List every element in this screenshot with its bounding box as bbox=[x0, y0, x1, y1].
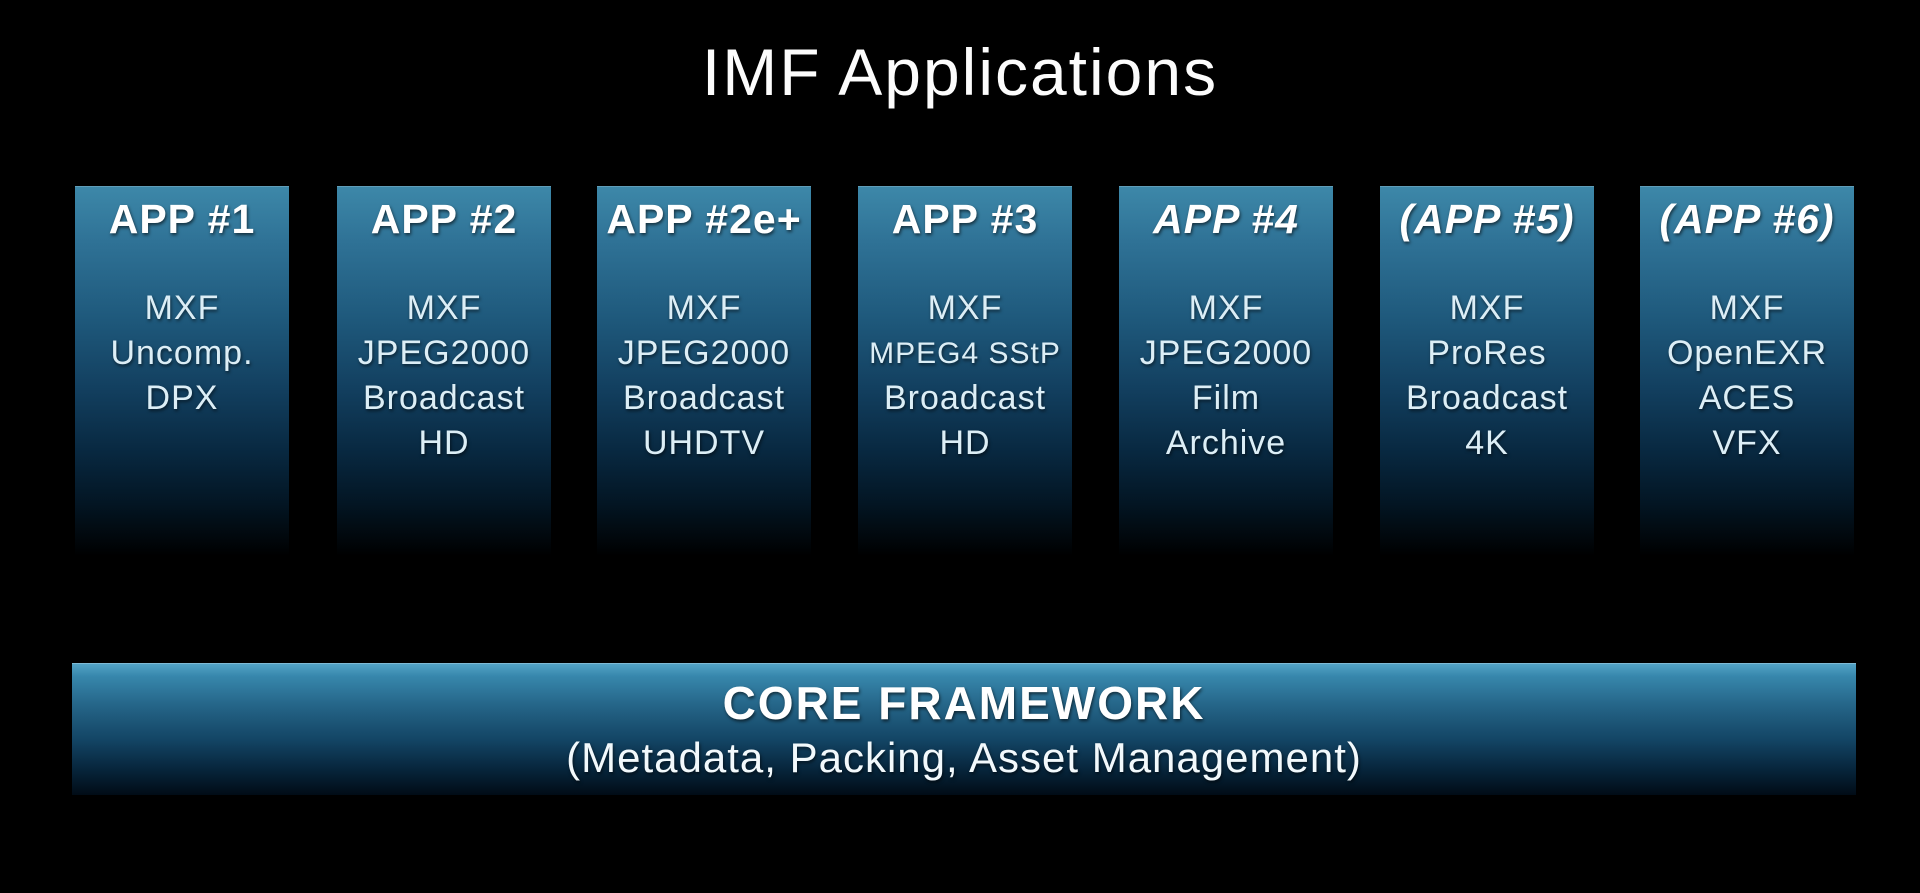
app-column-5-header: (APP #5) bbox=[1399, 196, 1575, 242]
app-column-1-header: APP #1 bbox=[108, 196, 256, 242]
format-line: Film bbox=[1191, 379, 1261, 417]
format-line: OpenEXR bbox=[1666, 334, 1828, 372]
format-line: ACES bbox=[1698, 379, 1796, 417]
format-line: UHDTV bbox=[642, 424, 766, 462]
app-column-3-formats: MXF MPEG4 SStP Broadcast HD bbox=[858, 286, 1072, 466]
app-column-3: APP #3 MXF MPEG4 SStP Broadcast HD bbox=[858, 186, 1072, 556]
app-column-2: APP #2 MXF JPEG2000 Broadcast HD bbox=[337, 186, 551, 556]
format-line: Broadcast bbox=[622, 379, 786, 417]
core-framework-title: CORE FRAMEWORK bbox=[722, 677, 1206, 729]
format-line: JPEG2000 bbox=[357, 334, 531, 372]
app-column-6-formats: MXF OpenEXR ACES VFX bbox=[1640, 286, 1854, 466]
format-line: Broadcast bbox=[883, 379, 1047, 417]
app-column-2e-header: APP #2e+ bbox=[606, 196, 802, 242]
format-line: MXF bbox=[1188, 289, 1264, 327]
app-column-2e-formats: MXF JPEG2000 Broadcast UHDTV bbox=[597, 286, 811, 466]
format-line: MXF bbox=[666, 289, 742, 327]
app-column-5-formats: MXF ProRes Broadcast 4K bbox=[1380, 286, 1594, 466]
format-line: MXF bbox=[1709, 289, 1785, 327]
format-line: MXF bbox=[1449, 289, 1525, 327]
format-line: MXF bbox=[144, 289, 220, 327]
app-column-4-formats: MXF JPEG2000 Film Archive bbox=[1119, 286, 1333, 466]
app-column-5: (APP #5) MXF ProRes Broadcast 4K bbox=[1380, 186, 1594, 556]
format-line: JPEG2000 bbox=[617, 334, 791, 372]
app-column-6-header: (APP #6) bbox=[1659, 196, 1835, 242]
app-column-2-formats: MXF JPEG2000 Broadcast HD bbox=[337, 286, 551, 466]
app-column-2e: APP #2e+ MXF JPEG2000 Broadcast UHDTV bbox=[597, 186, 811, 556]
core-framework-subtitle: (Metadata, Packing, Asset Management) bbox=[566, 734, 1362, 781]
format-line: Broadcast bbox=[1405, 379, 1569, 417]
format-line: ProRes bbox=[1427, 334, 1547, 372]
format-line: JPEG2000 bbox=[1139, 334, 1313, 372]
format-line: MXF bbox=[927, 289, 1003, 327]
format-line: Archive bbox=[1165, 424, 1287, 462]
format-line: MPEG4 SStP bbox=[869, 337, 1061, 370]
format-line: Broadcast bbox=[362, 379, 526, 417]
app-column-4-header: APP #4 bbox=[1153, 196, 1299, 242]
app-column-1: APP #1 MXF Uncomp. DPX bbox=[75, 186, 289, 556]
app-column-2-header: APP #2 bbox=[370, 196, 518, 242]
format-line: VFX bbox=[1712, 424, 1782, 462]
format-line: HD bbox=[939, 424, 991, 462]
format-line: MXF bbox=[406, 289, 482, 327]
slide-title: IMF Applications bbox=[701, 35, 1219, 109]
app-column-4: APP #4 MXF JPEG2000 Film Archive bbox=[1119, 186, 1333, 556]
format-line: Uncomp. bbox=[110, 334, 254, 372]
core-framework-bar: CORE FRAMEWORK (Metadata, Packing, Asset… bbox=[72, 663, 1856, 795]
format-line: 4K bbox=[1465, 424, 1509, 462]
format-line: HD bbox=[418, 424, 470, 462]
app-column-3-header: APP #3 bbox=[891, 196, 1039, 242]
app-column-6: (APP #6) MXF OpenEXR ACES VFX bbox=[1640, 186, 1854, 556]
app-column-1-formats: MXF Uncomp. DPX bbox=[75, 286, 289, 421]
format-line: DPX bbox=[145, 379, 219, 417]
